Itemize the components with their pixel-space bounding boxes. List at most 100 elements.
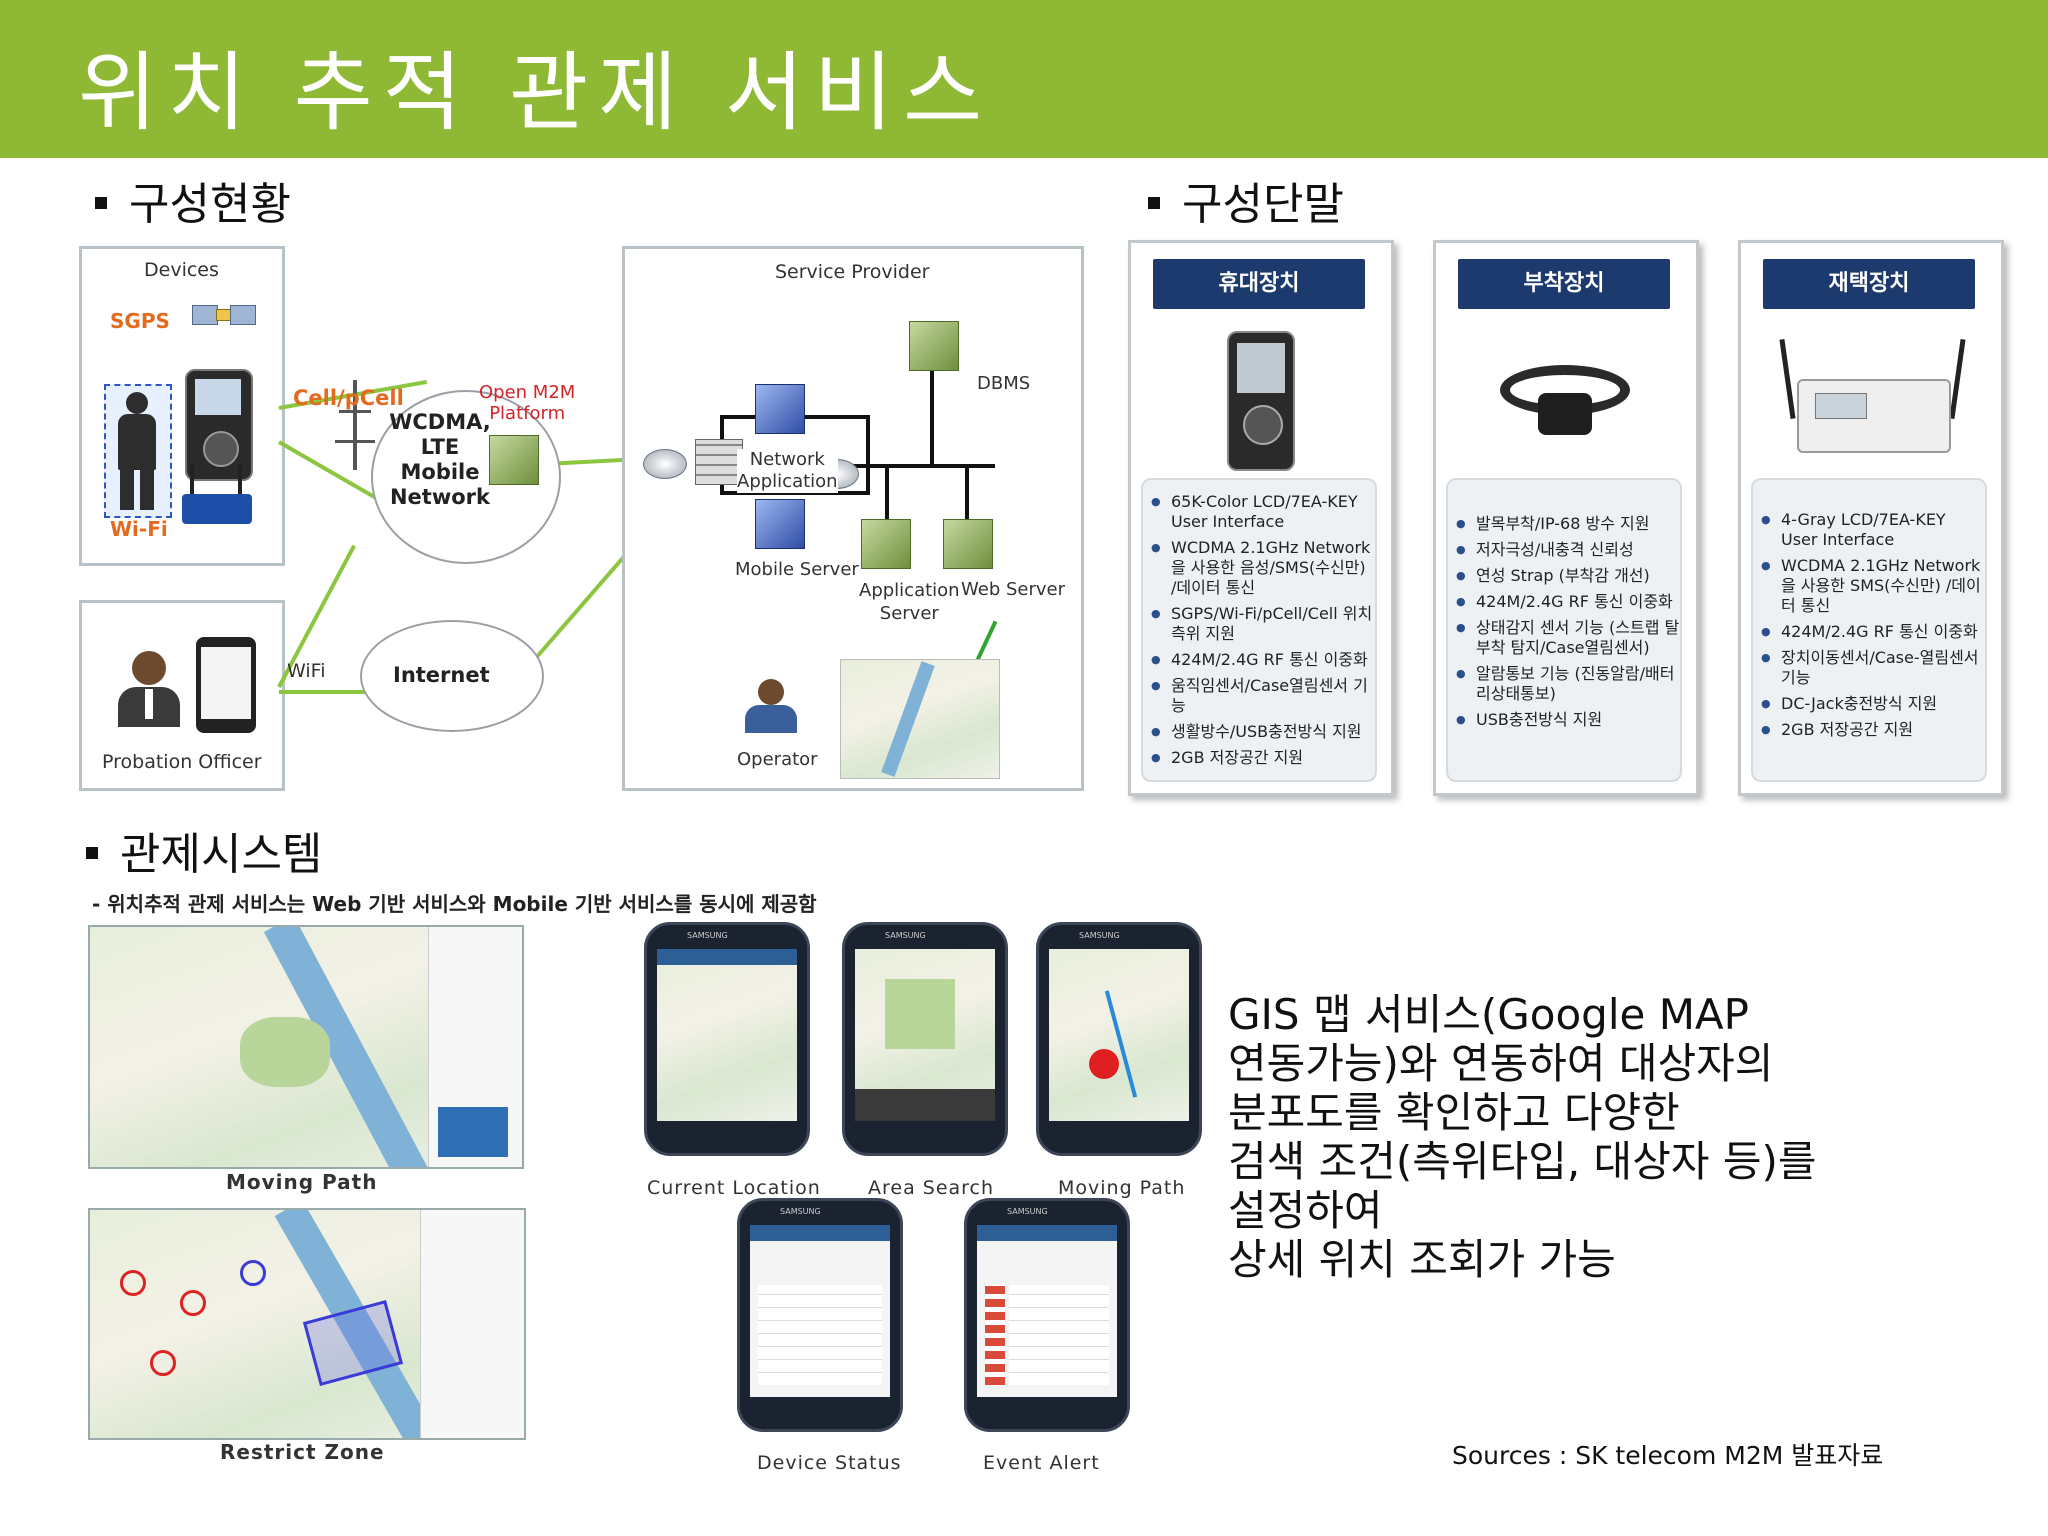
web-map-restrict-zone	[88, 1208, 526, 1440]
gis-line: 상세 위치 조회가 가능	[1228, 1235, 1616, 1284]
handheld-device-icon	[1227, 331, 1295, 471]
phone-device-status: SAMSUNG	[737, 1198, 903, 1432]
gis-description: GIS 맵 서비스(Google MAP 연동가능)와 연동하여 대상자의 분포…	[1228, 990, 2028, 1284]
network-diagram: Devices SGPS Wi-Fi	[75, 240, 1085, 791]
section-composition-label: 구성현황	[129, 179, 291, 230]
cell-tower-icon	[335, 380, 375, 470]
net-line	[866, 415, 870, 495]
network-application-label: Network Application	[737, 449, 838, 493]
spec-item: WCDMA 2.1GHz Network 을 사용한 SMS(수신만) /데이터…	[1761, 556, 1985, 616]
phone-area-search: SAMSUNG	[842, 922, 1008, 1156]
officer-avatar-icon	[114, 651, 184, 727]
application-server-label: Application Server	[859, 580, 960, 624]
devices-title: Devices	[144, 259, 219, 281]
m2m-platform-server-icon	[489, 435, 539, 485]
page-title: 위치 추적 관제 서비스	[78, 43, 993, 143]
gis-line: GIS 맵 서비스(Google MAP	[1228, 990, 1749, 1039]
wifi-link-label: WiFi	[287, 660, 326, 682]
net-line	[835, 464, 995, 468]
home-device-icon	[1779, 339, 1966, 457]
web-server-icon	[943, 519, 993, 569]
section-terminals: 구성단말	[1148, 168, 1344, 232]
phone-brand: SAMSUNG	[687, 931, 728, 940]
phone-brand: SAMSUNG	[780, 1207, 821, 1216]
wifi-router-icon	[182, 464, 252, 524]
map-thumbnail	[840, 659, 1000, 779]
spec-item: 저자극성/내충격 신뢰성	[1456, 540, 1680, 560]
spec-item: 생활방수/USB충전방식 지원	[1151, 722, 1375, 742]
caption-area-search: Area Search	[868, 1177, 995, 1199]
service-provider-title: Service Provider	[775, 261, 930, 283]
phone-brand: SAMSUNG	[1007, 1207, 1048, 1216]
officer-phone-icon	[196, 637, 256, 733]
spec-item: 424M/2.4G RF 통신 이중화	[1456, 592, 1680, 612]
probation-officer-box: Probation Officer	[79, 600, 285, 791]
wifi-device-label: Wi-Fi	[110, 517, 168, 541]
phone-brand: SAMSUNG	[885, 931, 926, 940]
card-attached-list: 발목부착/IP-68 방수 지원 저자극성/내충격 신뢰성 연성 Strap (…	[1446, 478, 1682, 782]
spec-item: 움직임센서/Case열림센서 기능	[1151, 676, 1375, 716]
spec-item: 발목부착/IP-68 방수 지원	[1456, 514, 1680, 534]
mobile-server-icon	[755, 499, 805, 549]
router-icon	[643, 449, 687, 479]
card-handheld-list: 65K-Color LCD/7EA-KEY User Interface WCD…	[1141, 478, 1377, 782]
net-line	[885, 464, 889, 524]
spec-item: 4-Gray LCD/7EA-KEY User Interface	[1761, 510, 1985, 550]
section-terminals-label: 구성단말	[1182, 179, 1344, 230]
spec-item: 2GB 저장공간 지원	[1151, 748, 1375, 768]
phone-screen	[657, 949, 797, 1121]
gis-line: 분포도를 확인하고 다양한	[1228, 1088, 1680, 1137]
card-handheld: 휴대장치 65K-Color LCD/7EA-KEY User Interfac…	[1128, 240, 1394, 796]
bullet-square-icon	[86, 847, 98, 859]
satellite-icon	[192, 297, 256, 331]
phone-screen	[750, 1225, 890, 1397]
spec-item: 424M/2.4G RF 통신 이중화	[1151, 650, 1375, 670]
web-server-label: Web Server	[961, 579, 1065, 600]
card-home-title: 재택장치	[1763, 259, 1975, 309]
spec-item: 장치이동센서/Case-열림센서 기능	[1761, 648, 1985, 688]
bullet-square-icon	[95, 197, 107, 209]
service-provider-box: Service Provider DBMS Network Applicatio…	[622, 246, 1084, 791]
card-home: 재택장치 4-Gray LCD/7EA-KEY User Interface W…	[1738, 240, 2004, 796]
caption-device-status: Device Status	[757, 1452, 902, 1474]
internet-cloud	[360, 620, 544, 732]
caption-event-alert: Event Alert	[983, 1452, 1100, 1474]
gis-line: 설정하여	[1228, 1186, 1383, 1235]
spec-item: 424M/2.4G RF 통신 이중화	[1761, 622, 1985, 642]
spec-item: 2GB 저장공간 지원	[1761, 720, 1985, 740]
control-subtitle: - 위치추적 관제 서비스는 Web 기반 서비스와 Mobile 기반 서비스…	[92, 892, 817, 916]
phone-screen	[977, 1225, 1117, 1397]
devices-box: Devices SGPS Wi-Fi	[79, 246, 285, 566]
person-silhouette-icon	[104, 384, 172, 518]
dbms-label: DBMS	[977, 373, 1031, 394]
gis-line: 연동가능)와 연동하여 대상자의	[1228, 1039, 1774, 1088]
spec-item: 상태감지 센서 기능 (스트랩 탈부착 탐지/Case열림센서)	[1456, 618, 1680, 658]
spec-item: DC-Jack충전방식 지원	[1761, 694, 1985, 714]
card-attached: 부착장치 발목부착/IP-68 방수 지원 저자극성/내충격 신뢰성 연성 St…	[1433, 240, 1699, 796]
net-line	[930, 369, 934, 465]
spec-item: USB충전방식 지원	[1456, 710, 1680, 730]
web-map-moving-path	[88, 925, 524, 1169]
internet-label: Internet	[393, 663, 490, 687]
bullet-square-icon	[1148, 197, 1160, 209]
card-handheld-title: 휴대장치	[1153, 259, 1365, 309]
open-m2m-label: Open M2M Platform	[479, 382, 576, 424]
mobile-server-label: Mobile Server	[735, 559, 859, 580]
mobile-network-label: WCDMA, LTE Mobile Network	[389, 410, 491, 509]
section-control-label: 관제시스템	[120, 829, 323, 880]
phone-screen	[1049, 949, 1189, 1121]
card-home-list: 4-Gray LCD/7EA-KEY User Interface WCDMA …	[1751, 478, 1987, 782]
section-composition: 구성현황	[95, 168, 291, 232]
cell-label: Cell/pCell	[293, 386, 404, 410]
phone-current-location: SAMSUNG	[644, 922, 810, 1156]
caption-current-location: Current Location	[647, 1177, 821, 1199]
spec-item: SGPS/Wi-Fi/pCell/Cell 위치측위 지원	[1151, 604, 1375, 644]
tracking-device-icon	[185, 369, 253, 481]
spec-item: 연성 Strap (부착감 개선)	[1456, 566, 1680, 586]
phone-event-alert: SAMSUNG	[964, 1198, 1130, 1432]
spec-item: WCDMA 2.1GHz Network 을 사용한 음성/SMS(수신만) /…	[1151, 538, 1375, 598]
network-server-icon	[755, 384, 805, 434]
section-control-system: 관제시스템	[86, 818, 322, 882]
link-line	[279, 690, 429, 694]
caption-web-restrict-zone: Restrict Zone	[220, 1440, 385, 1464]
